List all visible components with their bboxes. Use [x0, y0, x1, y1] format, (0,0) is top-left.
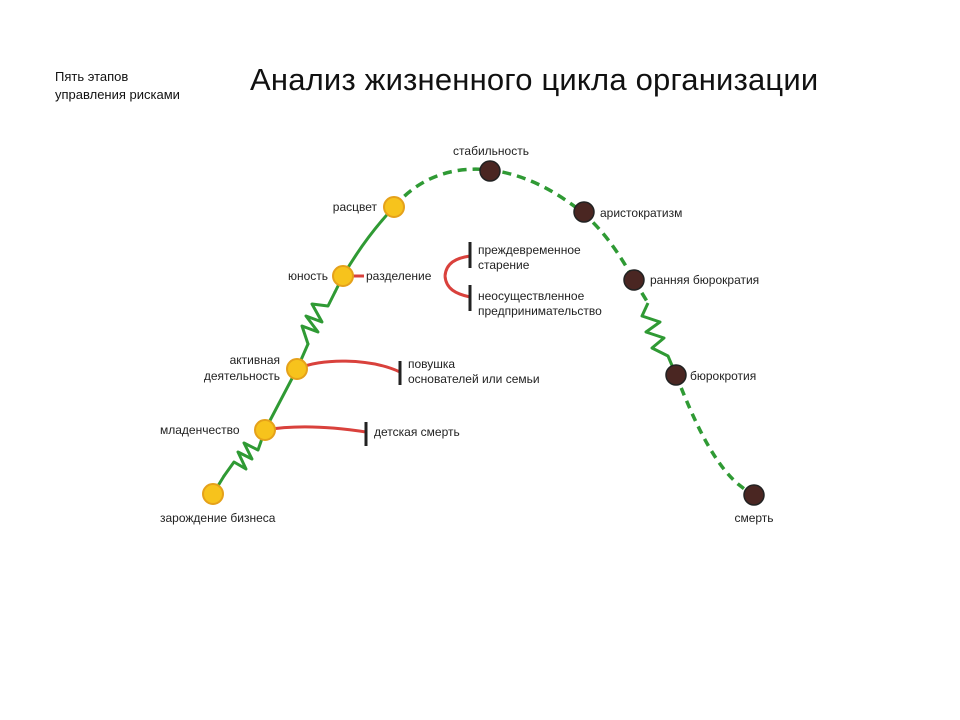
label-death: смерть — [734, 511, 773, 525]
spring-1 — [222, 428, 267, 478]
growth-line — [263, 367, 299, 432]
label-aristocracy: аристократизм — [600, 206, 682, 220]
node-death — [743, 484, 765, 506]
label-active-1: активная — [230, 353, 280, 367]
section-subtitle: Пять этапов управления рисками — [55, 68, 245, 104]
label-early-bureaucracy: ранняя бюрократия — [650, 273, 759, 287]
node-aristocracy — [573, 201, 595, 223]
subtitle-line-2: управления рисками — [55, 87, 180, 102]
label-premature-2: старение — [478, 258, 530, 272]
label-stability: стабильность — [453, 144, 529, 158]
label-bureaucracy: бюрокротия — [690, 369, 756, 383]
label-birth: зарождение бизнеса — [160, 511, 276, 525]
label-prime: расцвет — [333, 200, 378, 214]
label-unrealized-1: неосуществленное — [478, 289, 585, 303]
split-branch-lower — [443, 275, 471, 299]
spring-3 — [640, 302, 678, 376]
node-infancy — [254, 419, 276, 441]
node-youth — [332, 265, 354, 287]
spring-2 — [300, 290, 337, 346]
decline-curve — [392, 167, 754, 497]
label-founder-1: повушка — [408, 357, 455, 371]
growth-curve — [211, 205, 396, 496]
subtitle-line-1: Пять этапов — [55, 69, 129, 84]
node-birth — [202, 483, 224, 505]
stage-labels: зарождение бизнеса младенчество активная… — [160, 144, 774, 525]
label-active-2: деятельность — [204, 369, 280, 383]
label-infant-death: детская смерть — [374, 425, 460, 439]
node-active — [286, 358, 308, 380]
slide-title: Анализ жизненного цикла организации — [250, 62, 819, 97]
label-unrealized-2: предпринимательство — [478, 304, 602, 318]
decline-nodes — [479, 160, 765, 506]
trap-labels: разделение преждевременное старение неос… — [366, 243, 602, 439]
label-infancy: младенчество — [160, 423, 240, 437]
node-bureaucracy — [665, 364, 687, 386]
dashed-tail — [674, 374, 754, 497]
label-founder-2: основателей или семьи — [408, 372, 540, 386]
founder-trap-line — [296, 359, 401, 374]
node-stability — [479, 160, 501, 182]
label-premature-1: преждевременное — [478, 243, 581, 257]
split-branch-upper — [443, 254, 471, 277]
growth-nodes — [202, 196, 405, 505]
label-youth: юность — [288, 269, 328, 283]
node-prime — [383, 196, 405, 218]
dashed-top — [392, 167, 636, 281]
node-early-bureaucracy — [623, 269, 645, 291]
label-split: разделение — [366, 269, 432, 283]
infant-death-line — [264, 425, 367, 434]
